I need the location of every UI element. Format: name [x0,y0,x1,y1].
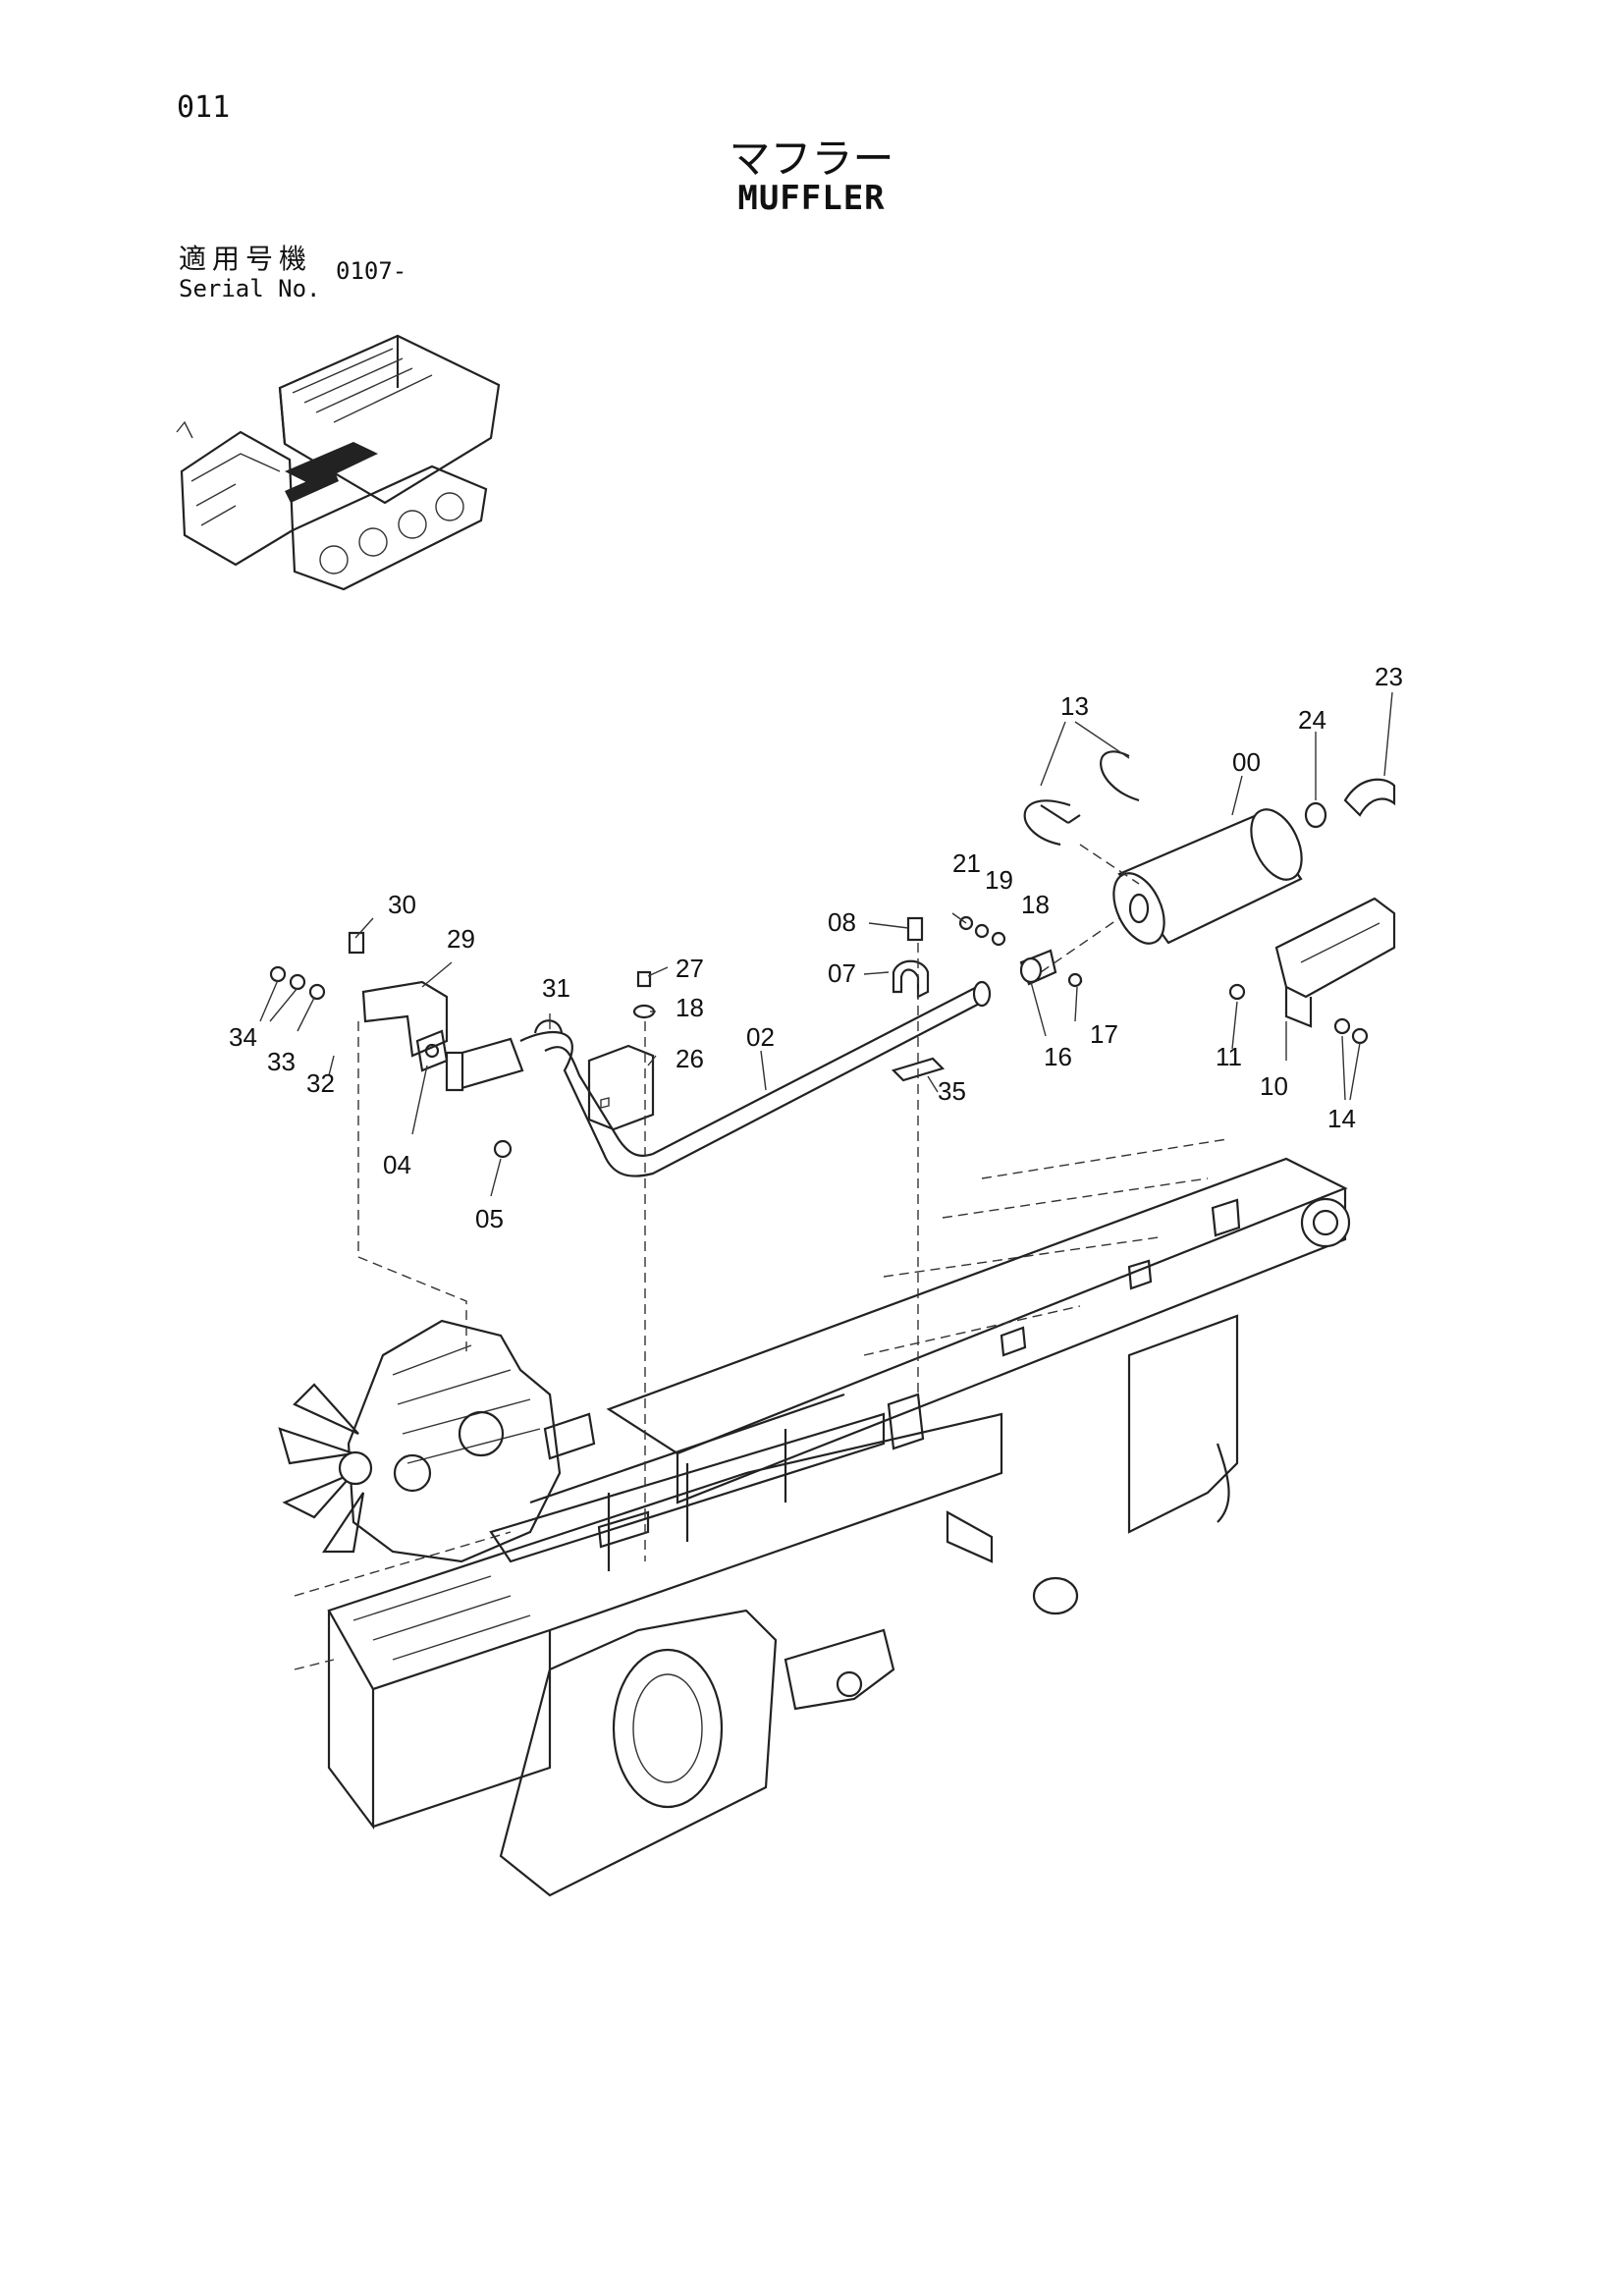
serial-number-value: 0107- [336,257,407,285]
part-label-00: 00 [1232,747,1261,777]
vehicle-frame [294,1138,1351,1897]
part-label-18: 18 [676,993,704,1022]
exhaust-pipe [445,980,992,1177]
serial-label-english: Serial No. [179,275,321,302]
pipe-clamp [1019,949,1083,988]
part-label-16: 16 [1044,1042,1072,1071]
engine [278,1319,562,1563]
u-bolt-31 [533,1019,564,1034]
hardware [269,915,1369,1045]
part-label-10: 10 [1260,1071,1288,1101]
nut-05 [493,1139,513,1159]
part-label-17: 17 [1090,1019,1118,1049]
bracket-29 [361,980,449,1058]
machine-thumbnail [176,334,501,591]
part-label-07: 07 [828,958,856,988]
part-label-24: 24 [1298,705,1326,735]
part-label-35: 35 [938,1076,966,1106]
part-label-18: 18 [1021,890,1050,919]
bracket-26 [587,1044,655,1131]
title-english: MUFFLER [737,179,886,218]
part-label-27: 27 [676,954,704,983]
part-label-04: 04 [383,1150,411,1179]
part-label-19: 19 [985,865,1013,895]
part-label-08: 08 [828,907,856,937]
serial-label-japanese: 適用号機 [179,243,313,275]
part-label-32: 32 [306,1068,335,1098]
tail-pipe [1304,778,1396,829]
gasket [415,1029,449,1072]
part-label-26: 26 [676,1044,704,1073]
part-label-31: 31 [542,973,570,1003]
plate-35 [891,1057,946,1082]
leader-lines [259,691,1393,1197]
bracket-07 [892,959,930,999]
part-label-05: 05 [475,1204,504,1233]
u-bolts [1023,750,1140,847]
part-label-29: 29 [447,924,475,954]
part-label-33: 33 [267,1047,296,1076]
part-label-02: 02 [746,1022,775,1052]
page-number: 011 [177,90,231,125]
part-label-30: 30 [388,890,416,919]
part-label-14: 14 [1327,1104,1356,1133]
heat-shield [1274,897,1396,1028]
part-label-21: 21 [952,848,981,878]
part-label-13: 13 [1060,691,1089,721]
part-label-23: 23 [1375,662,1403,691]
part-label-11: 11 [1216,1042,1242,1071]
part-label-34: 34 [229,1022,257,1052]
muffler-body [1112,808,1303,945]
assembly-lines [357,844,1140,1561]
title-japanese: マフラー [729,135,894,183]
